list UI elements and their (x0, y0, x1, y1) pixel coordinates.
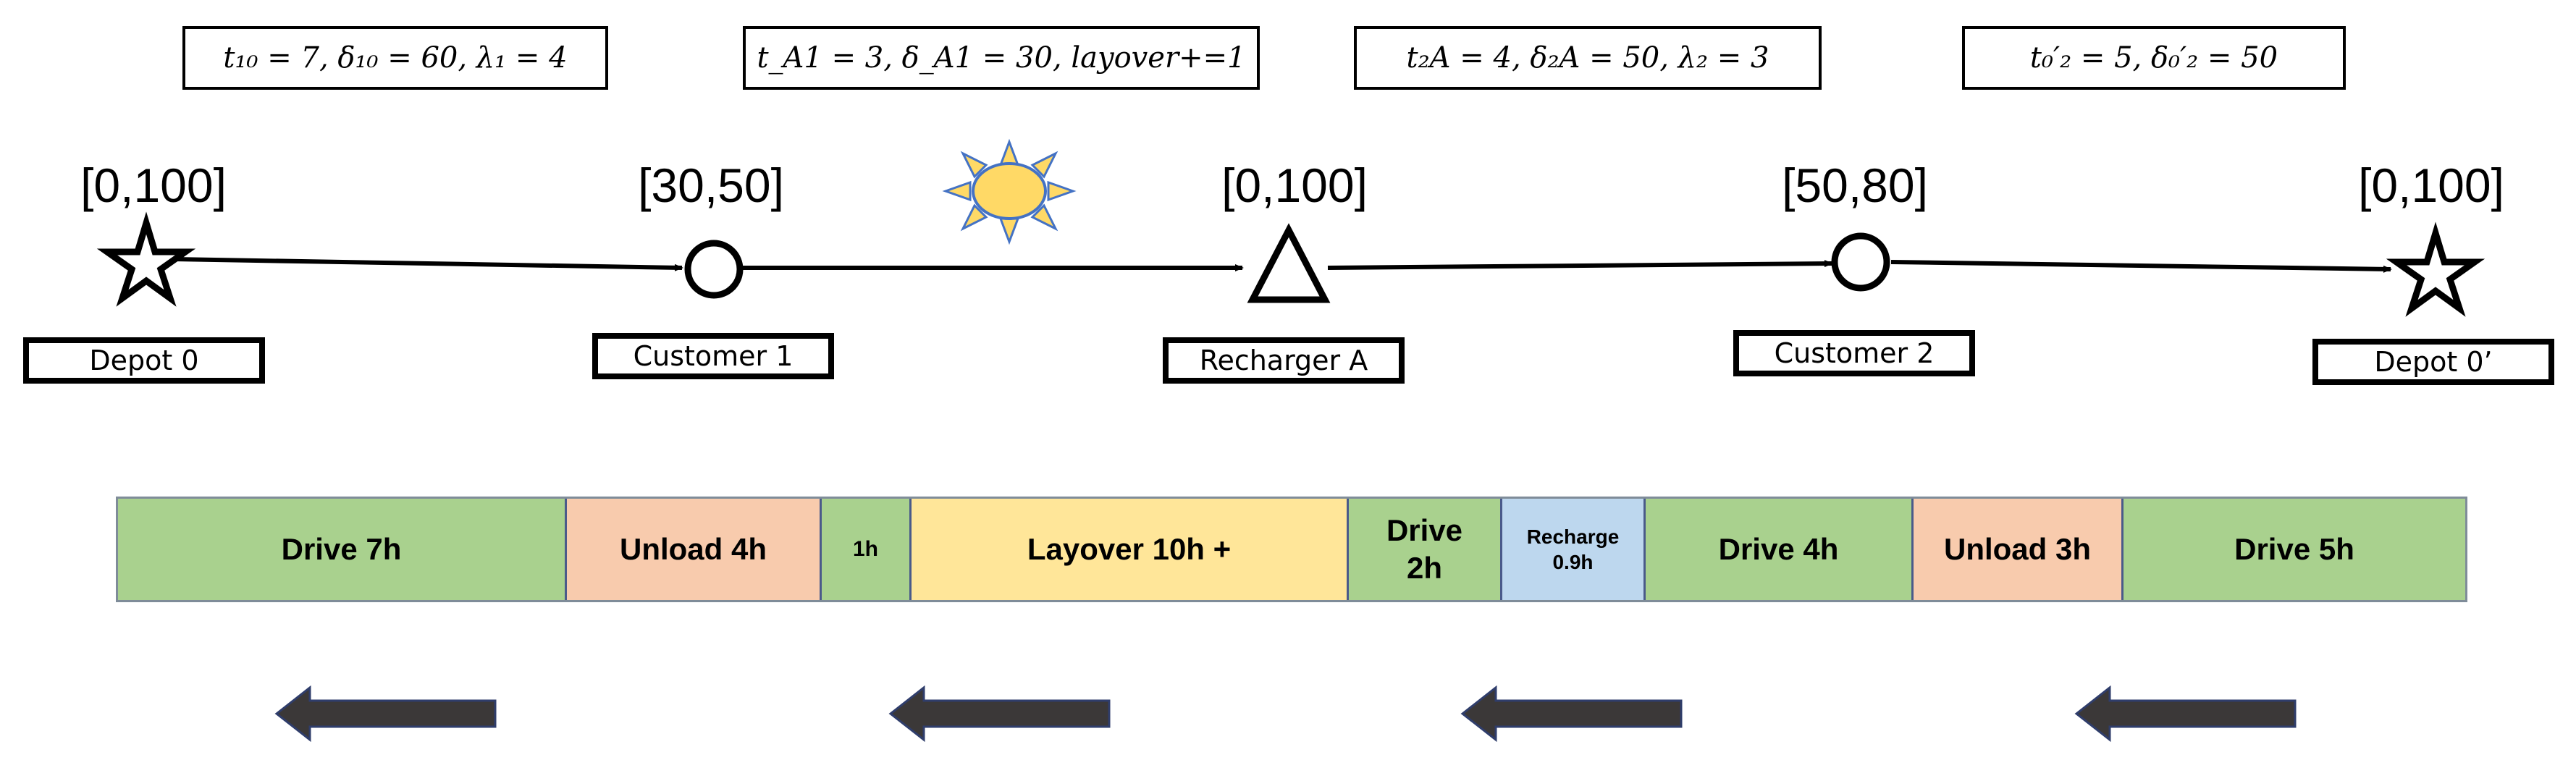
schedule-segment-drive: 1h (822, 499, 912, 600)
triangle-icon (1247, 223, 1331, 303)
node-label-recharger-a: Recharger A (1163, 337, 1405, 384)
route-segments (172, 257, 2392, 273)
node-label-customer2: Customer 2 (1733, 330, 1975, 376)
schedule-segment-drive: Drive 7h (118, 499, 567, 600)
param-text: t₀′₂ = 5, δ₀′₂ = 50 (2029, 41, 2278, 75)
star-icon (96, 211, 196, 307)
sun-icon (942, 138, 1077, 245)
schedule-segment-layover: Layover 10h + (912, 499, 1349, 600)
circle-icon (684, 240, 744, 299)
time-window-customer2: [50,80] (1782, 159, 1928, 212)
star-icon (2386, 221, 2485, 317)
circle-icon (1831, 232, 1890, 292)
time-window-depot0-prime: [0,100] (2358, 159, 2504, 212)
left-arrow-icon (274, 685, 497, 743)
time-window-recharger-a: [0,100] (1221, 159, 1368, 212)
param-text: t₁₀ = 7, δ₁₀ = 60, λ₁ = 4 (223, 41, 568, 75)
param-box-recharger-customer2: t₂A = 4, δ₂A = 50, λ₂ = 3 (1354, 26, 1822, 90)
param-text: t_A1 = 3, δ_A1 = 30, layover+=1 (757, 41, 1246, 75)
left-arrow-icon (1460, 685, 1683, 743)
node-label-depot0-prime: Depot 0’ (2312, 339, 2554, 385)
route-segment (1327, 260, 1833, 270)
param-text: t₂A = 4, δ₂A = 50, λ₂ = 3 (1406, 41, 1769, 75)
time-window-depot0: [0,100] (80, 159, 227, 212)
schedule-segment-unload: Unload 4h (567, 499, 822, 600)
param-box-customer1-recharger: t_A1 = 3, δ_A1 = 30, layover+=1 (743, 26, 1260, 90)
node-label-depot0: Depot 0 (23, 337, 265, 384)
left-arrow-icon (888, 685, 1111, 743)
time-window-customer1: [30,50] (638, 159, 784, 212)
node-label-customer1: Customer 1 (592, 333, 834, 379)
schedule-segment-drive: Drive 2h (1349, 499, 1502, 600)
schedule-segment-recharge: Recharge 0.9h (1502, 499, 1646, 600)
schedule-segment-unload: Unload 3h (1914, 499, 2123, 600)
schedule-segment-drive: Drive 5h (2123, 499, 2467, 600)
left-arrow-icon (2074, 685, 2297, 743)
schedule-timeline: Drive 7h Unload 4h 1h Layover 10h + Driv… (116, 497, 2467, 602)
route-segment (1890, 260, 2392, 273)
route-segment (172, 257, 683, 271)
param-box-depot-customer1: t₁₀ = 7, δ₁₀ = 60, λ₁ = 4 (182, 26, 608, 90)
schedule-segment-drive: Drive 4h (1646, 499, 1914, 600)
param-box-customer2-depot: t₀′₂ = 5, δ₀′₂ = 50 (1962, 26, 2346, 90)
